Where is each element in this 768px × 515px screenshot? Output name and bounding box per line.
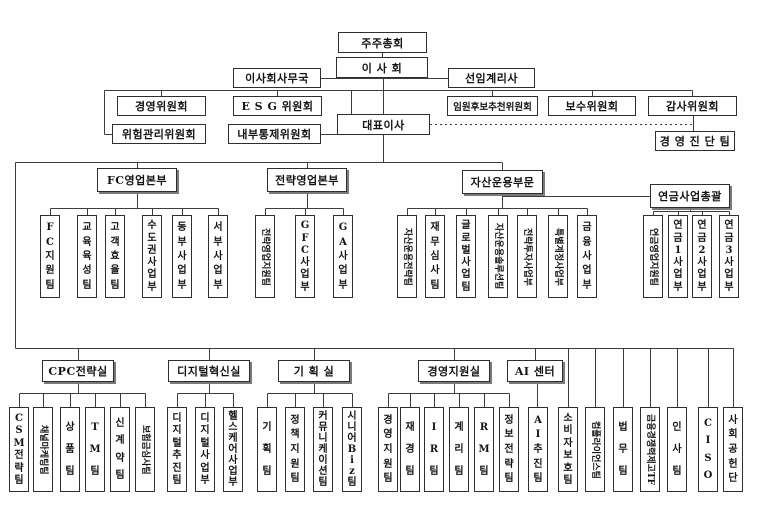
- asset-management-division: 자산운용부문: [462, 170, 543, 194]
- team-pension-sales-support: 연금영업지원팀: [643, 215, 663, 298]
- office-planning: 기 획 실: [278, 360, 350, 382]
- dept-separate-account: 특별계정사업부: [548, 215, 568, 298]
- shareholders-meeting: 주주총회: [338, 32, 427, 53]
- management-diagnosis-team: 경 영 진 단 팀: [655, 131, 735, 151]
- pension-business-division: 연금사업총괄: [650, 184, 730, 208]
- team-asset-solution: 자산운용솔루션팀: [488, 215, 508, 298]
- appointed-actuary: 선임계리사: [448, 68, 535, 88]
- tf-financial-competitiveness: 금융경쟁력제고TF: [640, 407, 660, 492]
- team-channel-marketing: 채널마케팅팀: [33, 407, 53, 492]
- office-digital-innovation: 디지털혁신실: [168, 360, 250, 382]
- risk-management-committee: 위험관리위원회: [112, 124, 206, 144]
- office-cpc-strategy: CPC전략실: [42, 360, 114, 382]
- team-claims-review: 보험금심사팀: [135, 407, 155, 492]
- team-strategic-sales-support: 전략영업지원팀: [255, 215, 275, 298]
- upper-division-connectors: [15, 135, 730, 349]
- board-of-directors: 이 사 회: [336, 57, 428, 78]
- dept-strategic-investment: 전략투자사업부: [517, 215, 537, 298]
- audit-committee: 감사위원회: [648, 96, 737, 116]
- governance-connectors: [104, 53, 694, 135]
- remuneration-committee: 보수위원회: [548, 96, 636, 116]
- office-management-support: 경영지원실: [418, 360, 490, 382]
- team-asset-strategy: 자산운용전략팀: [397, 215, 417, 298]
- team-compliance: 컴플라이언스팀: [585, 407, 605, 492]
- fc-sales-division: FC영업본부: [97, 168, 177, 192]
- ai-center: AI 센터: [507, 360, 563, 382]
- management-committee: 경영위원회: [117, 96, 206, 116]
- ceo: 대표이사: [337, 114, 430, 135]
- nomination-committee: 임원후보추천위원회: [447, 96, 538, 116]
- internal-control-committee: 내부통제위원회: [228, 124, 321, 144]
- strategic-sales-division: 전략영업본부: [267, 168, 347, 192]
- lower-division-connectors: [15, 348, 734, 407]
- esg-committee: E S G 위원회: [233, 96, 322, 116]
- board-secretariat: 이사회사무국: [233, 68, 321, 88]
